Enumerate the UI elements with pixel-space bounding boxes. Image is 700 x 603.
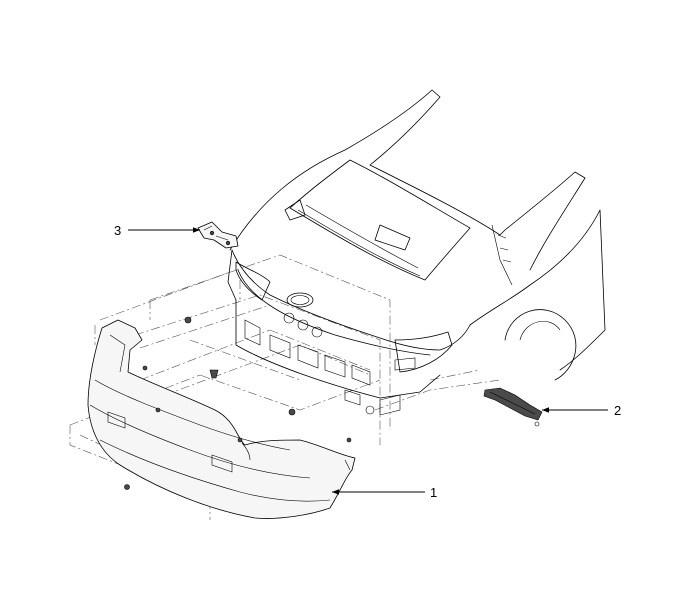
callout-label-3: 3 (114, 223, 121, 238)
callout-3: 3 (114, 223, 200, 238)
callout-1: 1 (332, 485, 437, 500)
part-3-bracket (197, 221, 239, 249)
fasteners (124, 316, 352, 490)
part-1-rear-bumper (87, 319, 356, 519)
callout-label-1: 1 (430, 485, 437, 500)
part-2-side-bracket (483, 387, 543, 427)
vehicle-body-rear (227, 89, 606, 416)
callout-label-2: 2 (614, 403, 621, 418)
callout-2: 2 (542, 403, 621, 418)
